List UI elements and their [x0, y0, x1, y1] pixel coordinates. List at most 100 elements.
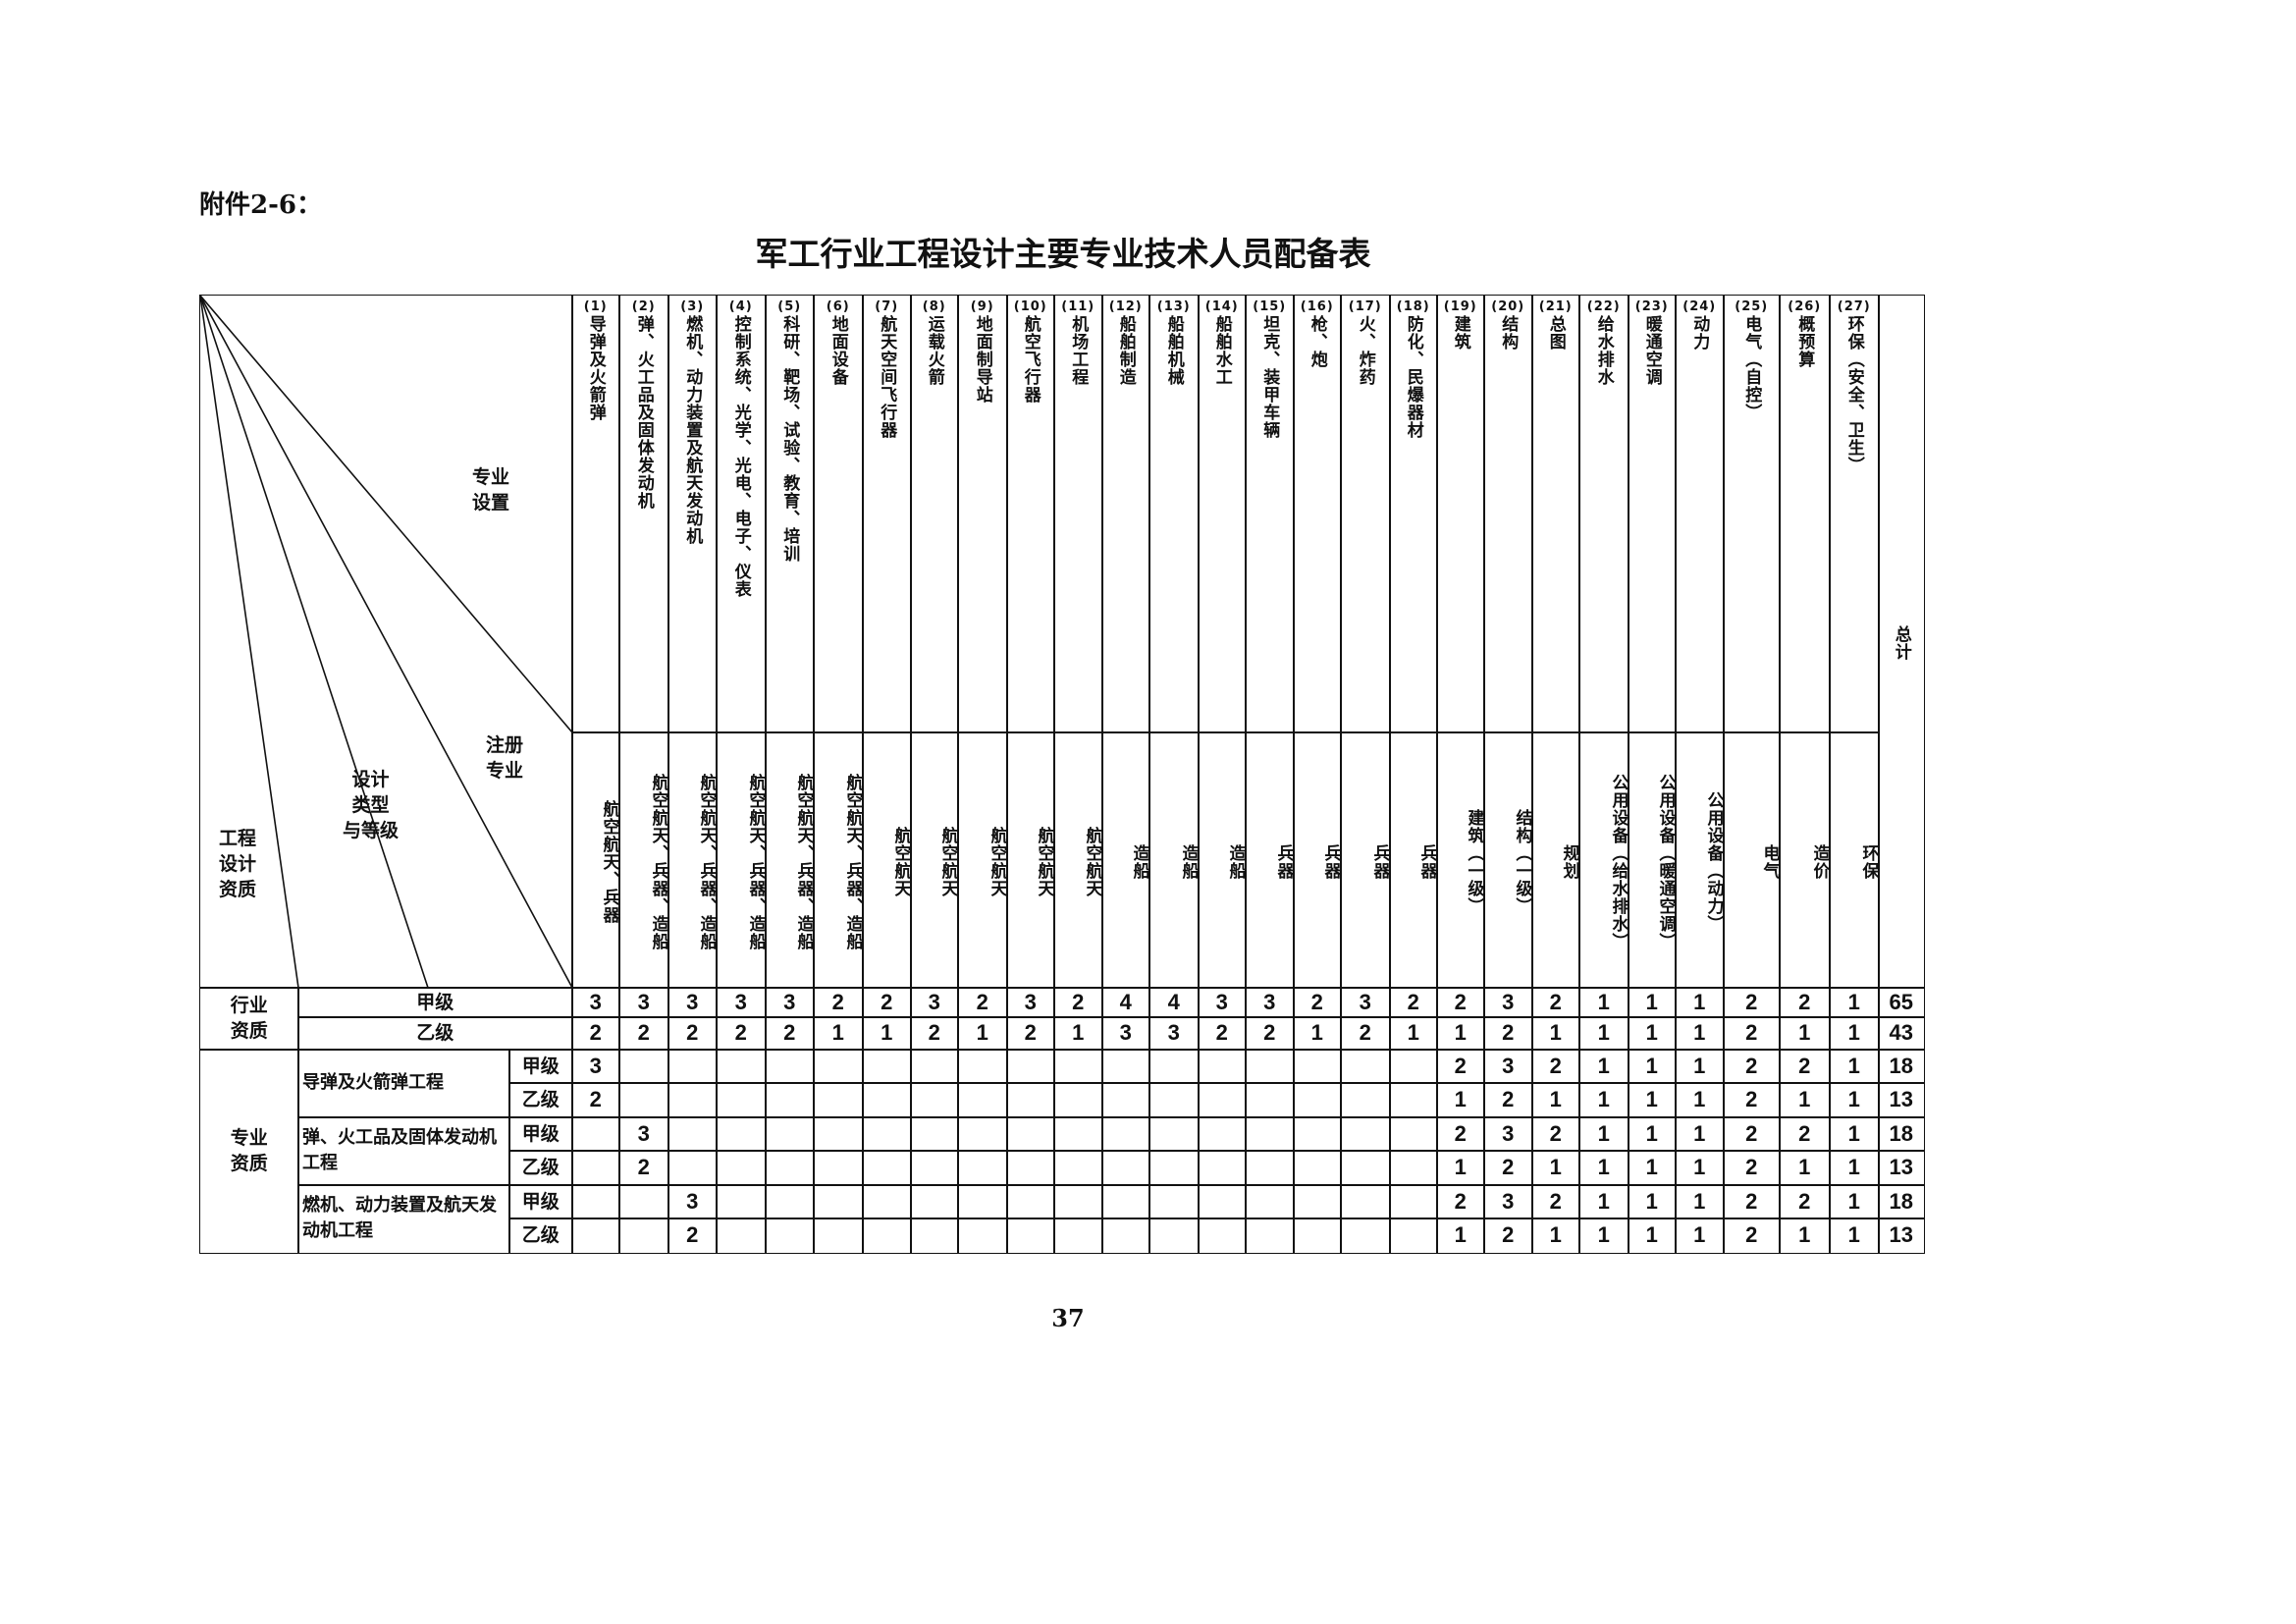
corner-label-registered-specialty: 注册 专业 — [486, 734, 524, 782]
value-cell — [1198, 1049, 1247, 1084]
value-cell: 2 — [667, 1016, 718, 1051]
column-header-registration: 兵器 — [1340, 731, 1391, 989]
specialty-name: 船舶水工 — [1211, 315, 1232, 386]
column-number: (26) — [1788, 299, 1822, 314]
column-header-specialty: (5)科研、靶场、试验、教育、培训 — [765, 295, 815, 733]
value-cell: 2 — [765, 1016, 815, 1051]
grade-label: 乙级 — [508, 1150, 573, 1186]
value-cell: 2 — [1436, 1049, 1485, 1084]
column-number: (4) — [728, 299, 753, 314]
value-cell: 3 — [1198, 987, 1247, 1018]
value-cell: 2 — [1531, 1116, 1580, 1152]
value-cell: 1 — [1779, 1150, 1831, 1186]
value-cell — [716, 1184, 767, 1219]
value-cell — [1245, 1082, 1295, 1118]
value-cell — [1101, 1116, 1150, 1152]
column-header-registration: 兵器 — [1245, 731, 1295, 989]
value-cell: 1 — [1436, 1082, 1485, 1118]
column-number: (7) — [875, 299, 899, 314]
value-cell — [618, 1218, 669, 1254]
value-cell: 3 — [1483, 1049, 1533, 1084]
grade-label: 甲级 — [297, 987, 573, 1018]
value-cell: 1 — [1436, 1218, 1485, 1254]
value-cell: 2 — [910, 1016, 959, 1051]
specialty-name: 地面设备 — [828, 315, 848, 386]
value-cell — [1006, 1116, 1055, 1152]
column-header-specialty: (19)建筑 — [1436, 295, 1485, 733]
value-cell — [571, 1150, 620, 1186]
value-cell — [1053, 1218, 1103, 1254]
value-cell: 1 — [1293, 1016, 1342, 1051]
value-cell — [862, 1150, 912, 1186]
value-cell: 2 — [862, 987, 912, 1018]
value-cell: 2 — [1779, 1116, 1831, 1152]
column-header-specialty: (4)控制系统、光学、光电、电子、仪表 — [716, 295, 767, 733]
value-cell: 1 — [1675, 1016, 1725, 1051]
value-cell — [1198, 1184, 1247, 1219]
column-header-registration: 公用设备（暖通空调） — [1628, 731, 1677, 989]
value-cell: 2 — [1483, 1082, 1533, 1118]
value-cell: 1 — [1628, 987, 1677, 1018]
value-cell: 2 — [1006, 1016, 1055, 1051]
total-cell: 43 — [1878, 1016, 1925, 1051]
value-cell: 1 — [1779, 1082, 1831, 1118]
value-cell: 2 — [1483, 1218, 1533, 1254]
value-cell — [957, 1218, 1008, 1254]
specialty-name: 运载火箭 — [924, 315, 944, 386]
value-cell: 2 — [571, 1082, 620, 1118]
value-cell — [571, 1218, 620, 1254]
value-cell: 1 — [1675, 1150, 1725, 1186]
value-cell: 3 — [618, 987, 669, 1018]
value-cell: 1 — [1578, 987, 1629, 1018]
value-cell: 1 — [1628, 1218, 1677, 1254]
value-cell — [765, 1116, 815, 1152]
total-cell: 13 — [1878, 1150, 1925, 1186]
column-header-specialty: (3)燃机、动力装置及航天发动机 — [667, 295, 718, 733]
value-cell: 1 — [1675, 1116, 1725, 1152]
page-title: 军工行业工程设计主要专业技术人员配备表 — [755, 235, 1371, 273]
value-cell — [1389, 1116, 1438, 1152]
value-cell — [862, 1116, 912, 1152]
value-cell: 1 — [1675, 987, 1725, 1018]
value-cell — [765, 1082, 815, 1118]
value-cell — [1101, 1082, 1150, 1118]
value-cell: 1 — [1829, 1016, 1880, 1051]
grade-label: 乙级 — [508, 1082, 573, 1118]
value-cell — [716, 1116, 767, 1152]
specialty-name: 火、炸药 — [1355, 315, 1375, 386]
value-cell: 3 — [910, 987, 959, 1018]
value-cell — [716, 1218, 767, 1254]
column-header-specialty: (24)动力 — [1675, 295, 1725, 733]
column-header-specialty: (11)机场工程 — [1053, 295, 1103, 733]
specialty-name: 船舶机械 — [1163, 315, 1184, 386]
value-cell — [1245, 1049, 1295, 1084]
column-header-specialty: (23)暖通空调 — [1628, 295, 1677, 733]
specialty-name: 导弹及火箭弹 — [585, 315, 606, 421]
column-header-specialty: (22)给水排水 — [1578, 295, 1629, 733]
column-number: (20) — [1491, 299, 1525, 314]
value-cell — [765, 1049, 815, 1084]
value-cell: 2 — [1389, 987, 1438, 1018]
value-cell: 2 — [1340, 1016, 1391, 1051]
value-cell — [1148, 1184, 1200, 1219]
value-cell: 3 — [571, 1049, 620, 1084]
value-cell — [813, 1116, 864, 1152]
value-cell: 3 — [571, 987, 620, 1018]
value-cell: 3 — [765, 987, 815, 1018]
value-cell — [957, 1082, 1008, 1118]
value-cell: 2 — [1723, 1016, 1781, 1051]
value-cell: 2 — [1483, 1016, 1533, 1051]
value-cell: 1 — [1779, 1218, 1831, 1254]
value-cell: 1 — [1053, 1016, 1103, 1051]
project-type-label: 导弹及火箭弹工程 — [297, 1049, 510, 1118]
value-cell: 2 — [1436, 987, 1485, 1018]
column-number: (12) — [1108, 299, 1143, 314]
column-header-specialty: (18)防化、民爆器材 — [1389, 295, 1438, 733]
value-cell — [618, 1049, 669, 1084]
grade-label: 乙级 — [297, 1016, 573, 1051]
page-number: 37 — [1051, 1304, 1085, 1332]
specialty-name: 坦克、装甲车辆 — [1259, 315, 1280, 439]
value-cell — [765, 1184, 815, 1219]
column-number: (15) — [1253, 299, 1287, 314]
value-cell: 4 — [1148, 987, 1200, 1018]
